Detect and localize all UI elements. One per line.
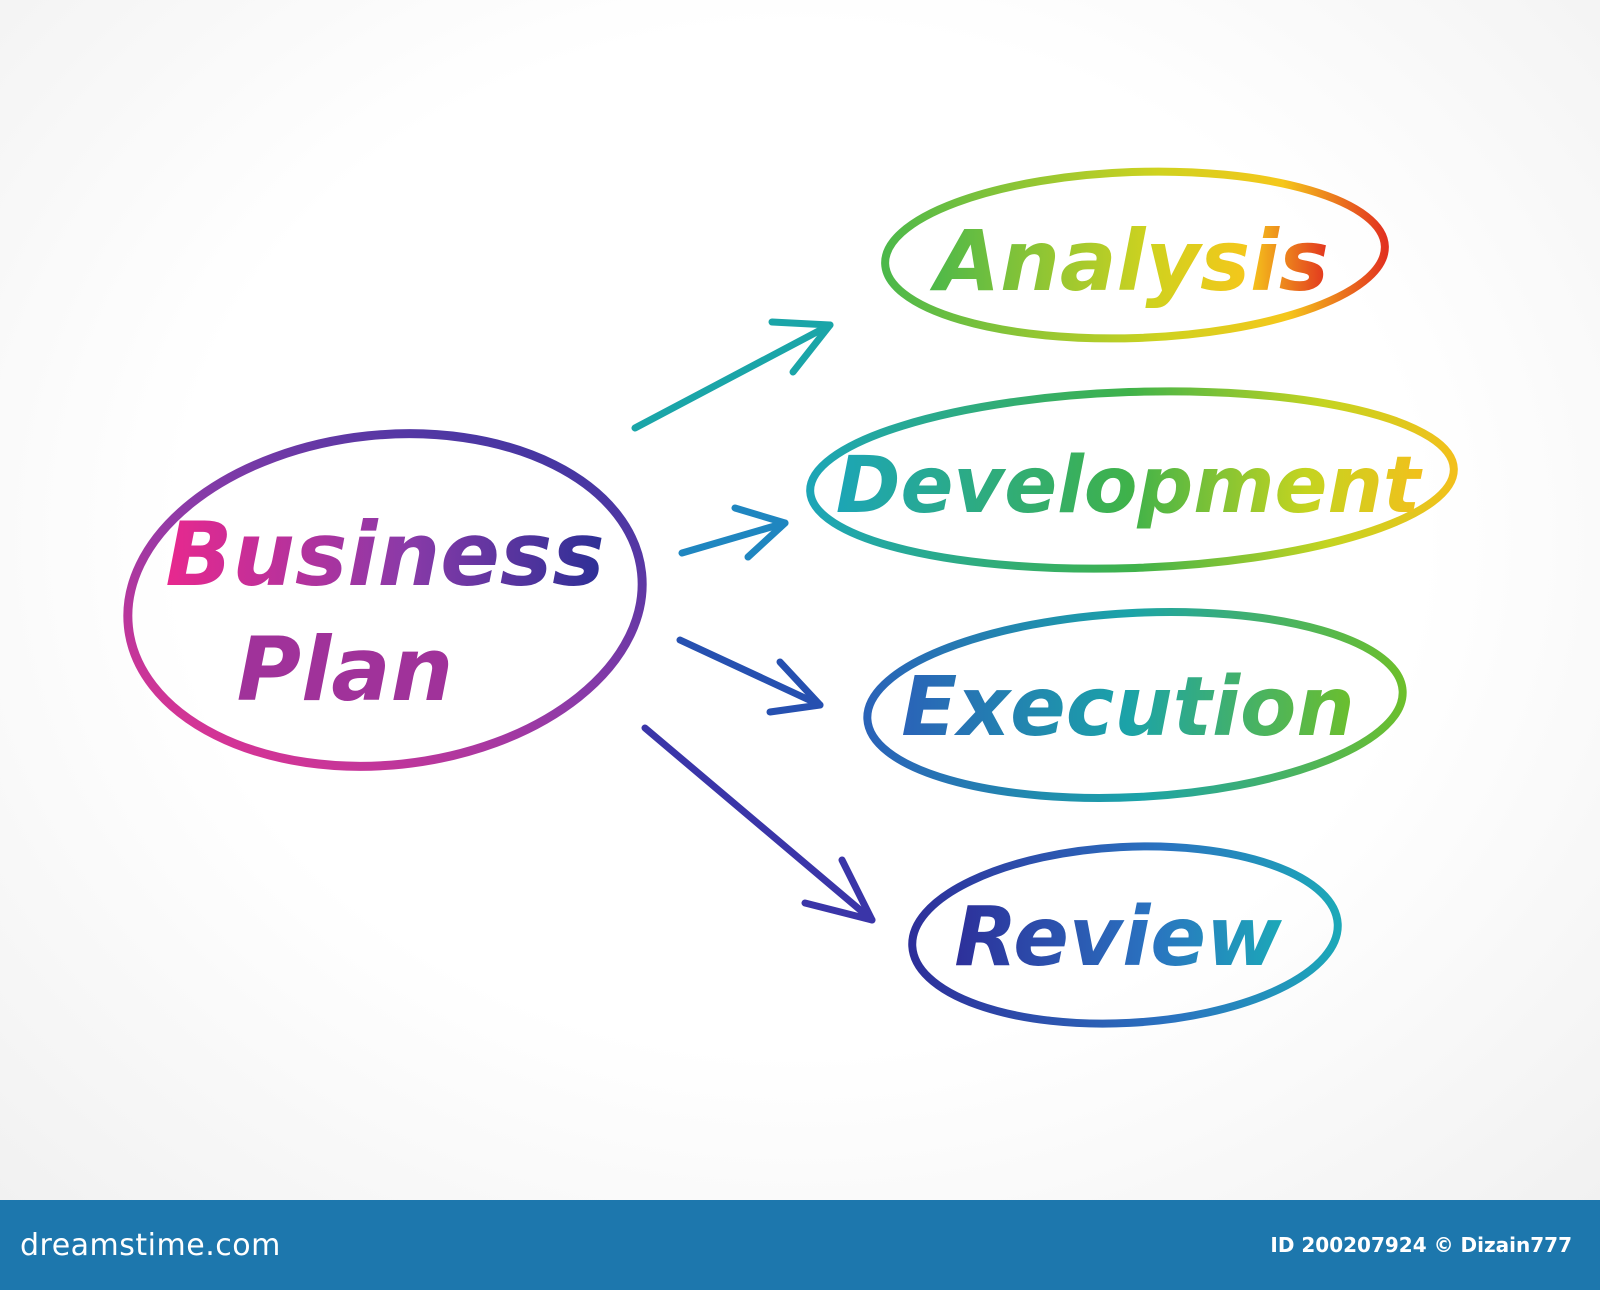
analysis-ellipse <box>881 167 1389 343</box>
footer-brand: dreamstime.com <box>20 1227 281 1263</box>
development-label: Development <box>836 441 1423 531</box>
development-ellipse <box>806 387 1458 573</box>
node-development: Development <box>806 387 1458 573</box>
review-ellipse <box>908 842 1342 1028</box>
root-label-line-1: Business <box>165 503 604 606</box>
execution-label: Execution <box>901 660 1355 755</box>
diagram-canvas: Business Plan Analysi <box>0 0 1600 1200</box>
node-execution: Execution <box>863 608 1407 802</box>
review-label: Review <box>954 890 1282 985</box>
connector-arrows <box>631 318 876 924</box>
arrow-to-development <box>678 504 789 561</box>
footer-image-id-credit: ID 200207924 © Dizain777 <box>1270 1233 1572 1257</box>
root-ellipse <box>123 429 647 771</box>
arrow-to-review <box>641 724 876 924</box>
root-node: Business Plan <box>123 429 647 771</box>
node-review: Review <box>908 842 1342 1028</box>
arrow-to-analysis <box>631 318 834 432</box>
mind-map: Business Plan Analysi <box>123 167 1458 1028</box>
analysis-label: Analysis <box>929 212 1329 310</box>
stock-footer-bar: dreamstime.com ID 200207924 © Dizain777 <box>0 1200 1600 1290</box>
root-label-line-2: Plan <box>237 618 454 721</box>
execution-ellipse <box>863 608 1407 802</box>
node-analysis: Analysis <box>881 167 1389 343</box>
arrow-to-execution <box>676 636 824 716</box>
